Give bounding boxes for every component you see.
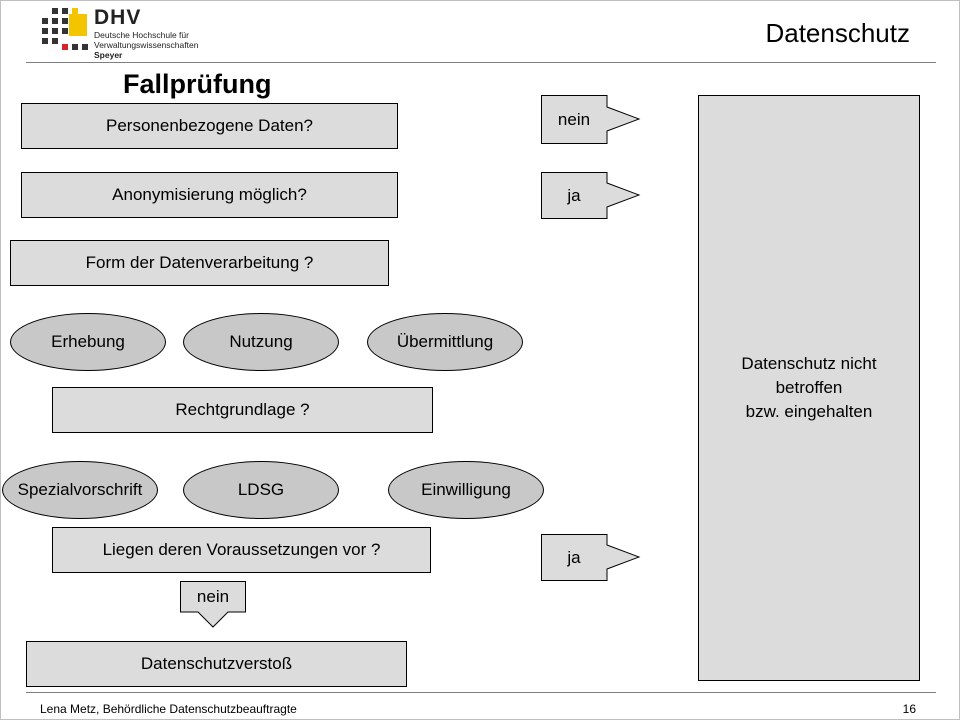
ellipse-nutzung: Nutzung [183, 313, 339, 371]
footer-author: Lena Metz, Behördliche Datenschutzbeauft… [40, 702, 297, 716]
header-divider [26, 62, 936, 63]
result-box: Datenschutz nicht betroffen bzw. eingeha… [698, 95, 920, 681]
ellipse-spezialvorschrift: Spezialvorschrift [2, 461, 158, 519]
arrow-anonymization-ja: ja [541, 172, 641, 220]
result-line-1: Datenschutz nicht [741, 354, 877, 373]
result-line-2: betroffen [775, 378, 843, 397]
question-legal-basis: Rechtgrundlage ? [52, 387, 433, 433]
logo-line-3: Speyer [94, 50, 123, 60]
logo-name: DHV [94, 6, 142, 29]
arrow-right-icon [541, 172, 641, 219]
logo-line-1: Deutsche Hochschule für [94, 30, 189, 40]
dhv-logo: DHV Deutsche Hochschule für Verwaltungsw… [40, 6, 230, 60]
result-line-3: bzw. eingehalten [745, 402, 873, 421]
dhv-logo-mark [42, 8, 88, 50]
slide-heading: Fallprüfung [123, 69, 272, 99]
arrow-right-icon [541, 95, 641, 144]
header-title: Datenschutz [765, 18, 910, 48]
arrow-right-icon [541, 534, 641, 581]
arrow-requirements-ja: ja [541, 534, 641, 582]
question-personal-data: Personenbezogene Daten? [21, 103, 398, 149]
question-anonymization: Anonymisierung möglich? [21, 172, 398, 218]
ellipse-einwilligung: Einwilligung [388, 461, 544, 519]
arrow-label: nein [196, 586, 230, 606]
question-processing-form: Form der Datenverarbeitung ? [10, 240, 389, 286]
violation-box: Datenschutzverstoß [26, 641, 407, 687]
arrow-label: ja [567, 547, 581, 567]
ellipse-uebermittlung: Übermittlung [367, 313, 523, 371]
logo-line-2: Verwaltungswissenschaften [94, 40, 199, 50]
arrow-label: ja [567, 185, 581, 205]
arrow-personal-data-nein: nein [541, 95, 641, 145]
ellipse-erhebung: Erhebung [10, 313, 166, 371]
arrow-requirements-nein: nein [180, 581, 246, 628]
arrow-down-icon [180, 581, 246, 628]
ellipse-ldsg: LDSG [183, 461, 339, 519]
footer-divider [26, 692, 936, 693]
arrow-label: nein [557, 109, 591, 129]
page-number: 16 [902, 702, 916, 716]
question-requirements: Liegen deren Voraussetzungen vor ? [52, 527, 431, 573]
